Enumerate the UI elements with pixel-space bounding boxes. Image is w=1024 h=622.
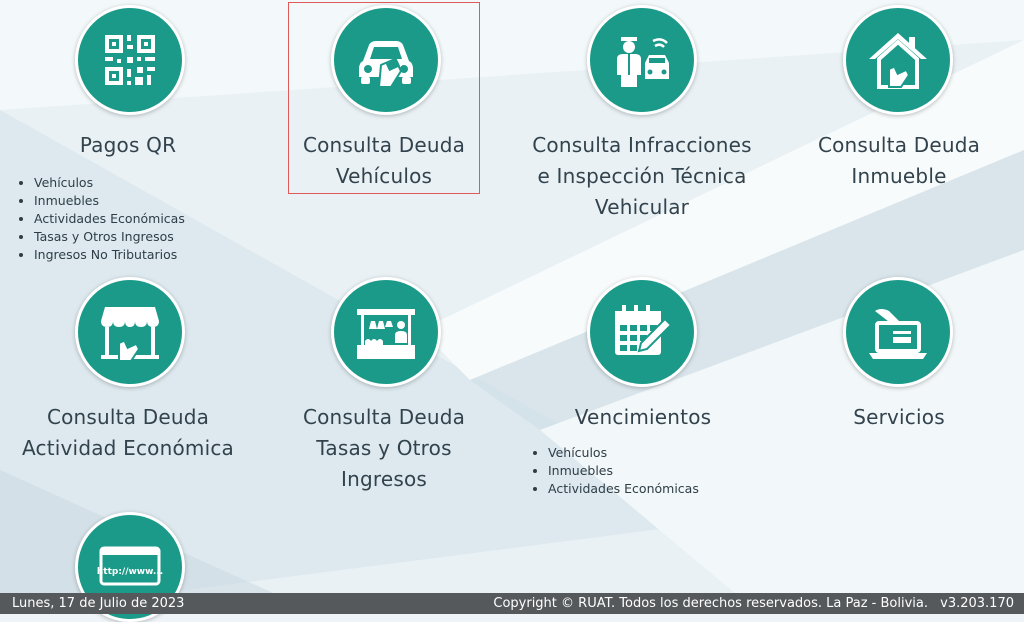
tile-title-line[interactable]: Actividad Económica [22, 436, 234, 460]
footer-version: v3.203.170 [940, 596, 1014, 611]
tile-title-line[interactable]: Ingresos [340, 467, 428, 491]
footer-bar: Lunes, 17 de Julio de 2023 Copyright © R… [0, 593, 1024, 614]
tile-title-line[interactable]: Consulta Deuda [302, 405, 466, 429]
sub-item-actividades[interactable]: Actividades Económicas [34, 210, 185, 228]
tile-title[interactable]: Pagos QR [28, 130, 228, 161]
tile-title[interactable]: Servicios [799, 402, 999, 433]
sub-item-tasas[interactable]: Tasas y Otros Ingresos [34, 228, 185, 246]
sub-list: Vehículos Inmuebles Actividades Económic… [532, 444, 699, 498]
tile-title-line[interactable]: Vehicular [594, 195, 690, 219]
sub-list: Vehículos Inmuebles Actividades Económic… [18, 174, 185, 264]
tile-title[interactable]: Consulta Infracciones e Inspección Técni… [513, 130, 771, 223]
selection-highlight [288, 2, 480, 194]
footer-date: Lunes, 17 de Julio de 2023 [12, 596, 185, 611]
tile-title[interactable]: Consulta Deuda Tasas y Otros Ingresos [284, 402, 484, 495]
browser-url-text: http://www... [97, 567, 163, 577]
tile-title-line[interactable]: Consulta Deuda [302, 133, 466, 157]
tile-title-line[interactable]: Vehículos [335, 164, 433, 188]
sub-item-actividades[interactable]: Actividades Económicas [548, 480, 699, 498]
tile-title[interactable]: Vencimientos [543, 402, 743, 433]
tile-title-line[interactable]: Consulta Deuda [46, 405, 210, 429]
footer-copyright: Copyright © RUAT. Todos los derechos res… [493, 596, 928, 611]
sub-item-inmuebles[interactable]: Inmuebles [34, 192, 185, 210]
car-payment-icon[interactable] [331, 5, 441, 115]
sub-item-vehiculos[interactable]: Vehículos [548, 444, 699, 462]
tile-title-line[interactable]: e Inspección Técnica [537, 164, 747, 188]
tile-title-line[interactable]: Tasas y Otros [316, 436, 452, 460]
sub-item-inmuebles[interactable]: Inmuebles [548, 462, 699, 480]
tile-title-line[interactable]: Pagos QR [79, 133, 177, 157]
house-payment-icon[interactable] [843, 5, 953, 115]
calendar-icon[interactable] [587, 277, 697, 387]
qr-code-icon[interactable] [75, 5, 185, 115]
tile-title[interactable]: Consulta Deuda Actividad Económica [10, 402, 246, 464]
tile-title-line[interactable]: Servicios [853, 405, 945, 429]
tile-title-line[interactable]: Vencimientos [574, 405, 712, 429]
tile-title-line[interactable]: Consulta Infracciones [532, 133, 752, 157]
storefront-icon[interactable] [75, 277, 185, 387]
tile-title[interactable]: Consulta Deuda Vehículos [284, 130, 484, 192]
tile-title-line[interactable]: Inmueble [851, 164, 947, 188]
traffic-officer-icon[interactable] [587, 5, 697, 115]
tile-title[interactable]: Consulta Deuda Inmueble [796, 130, 1002, 192]
sub-item-vehiculos[interactable]: Vehículos [34, 174, 185, 192]
laptop-payment-icon[interactable] [843, 277, 953, 387]
tile-title-line[interactable]: Consulta Deuda [817, 133, 981, 157]
market-stall-icon[interactable] [331, 277, 441, 387]
sub-item-no-tributarios[interactable]: Ingresos No Tributarios [34, 246, 185, 264]
